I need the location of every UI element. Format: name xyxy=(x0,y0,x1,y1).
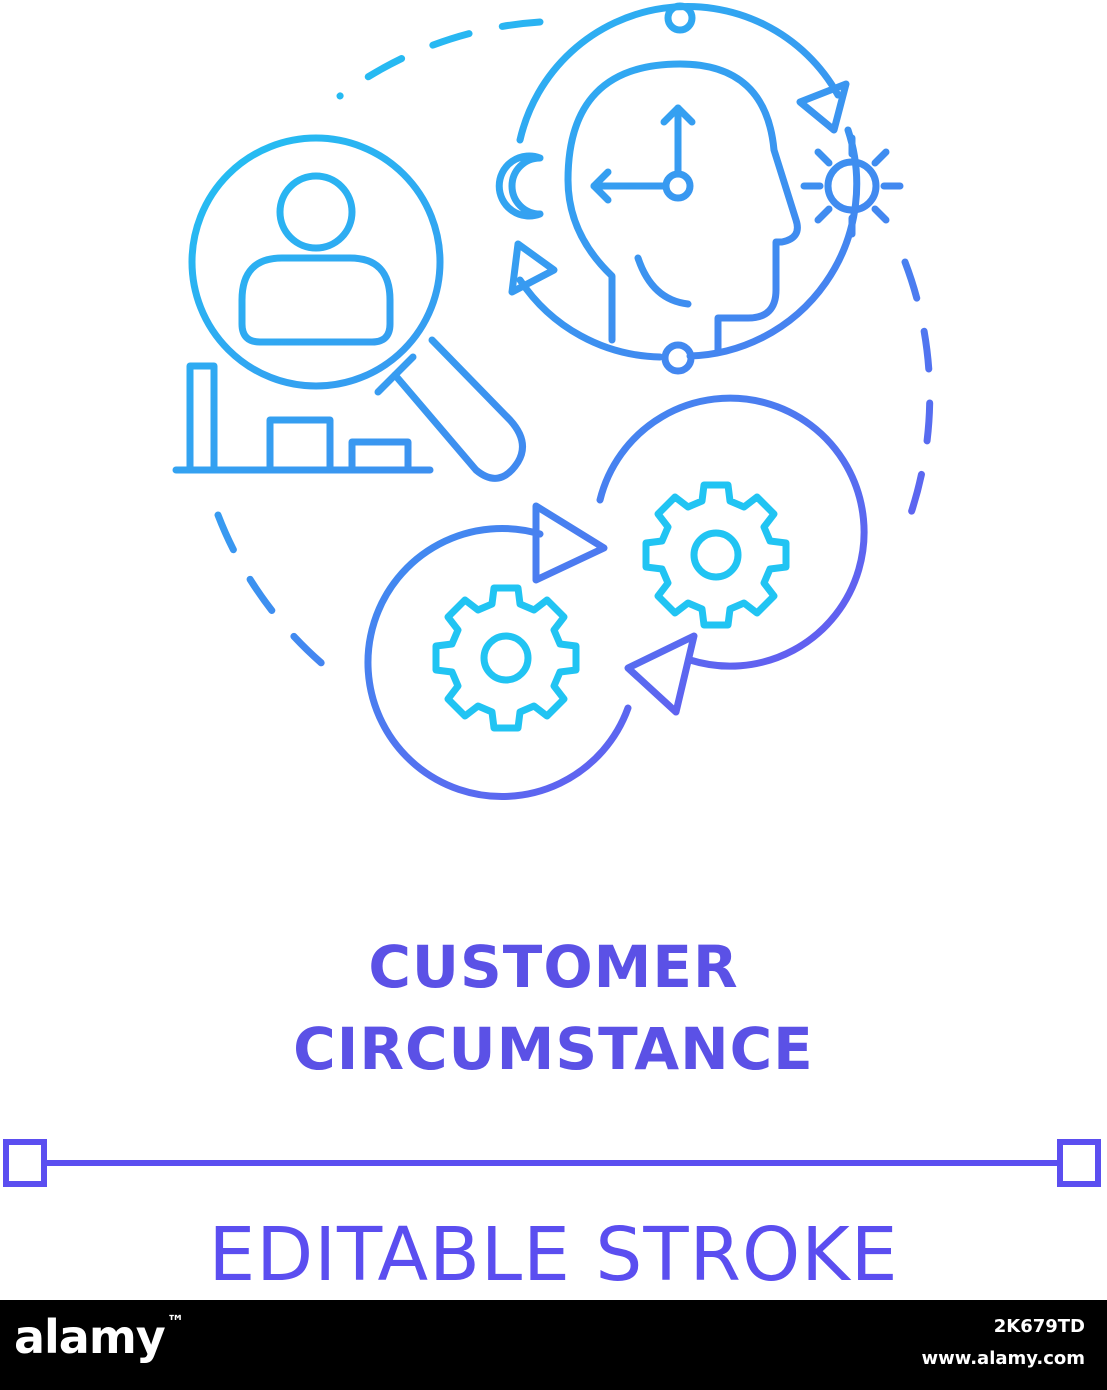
sun-icon xyxy=(800,134,904,238)
concept-illustration xyxy=(3,2,1101,1187)
image-id: 2K679TD xyxy=(993,1316,1085,1337)
concept-title-line-2: CIRCUMSTANCE xyxy=(293,1015,814,1083)
user-magnifier-icon xyxy=(188,134,526,482)
editable-stroke-handle-icon xyxy=(3,1139,1101,1187)
head-clock-icon xyxy=(508,2,861,375)
trademark-icon: ™ xyxy=(166,1312,185,1333)
gears-cycle-icon xyxy=(364,394,868,800)
bar-chart-icon xyxy=(172,362,434,474)
dashed-ring-icon xyxy=(214,18,934,686)
moon-icon xyxy=(495,152,544,220)
brand-name: alamy xyxy=(14,1310,166,1364)
editable-stroke-caption: EDITABLE STROKE xyxy=(208,1212,899,1298)
concept-title-line-1: CUSTOMER xyxy=(368,933,739,1001)
site-url: www.alamy.com xyxy=(921,1348,1085,1369)
